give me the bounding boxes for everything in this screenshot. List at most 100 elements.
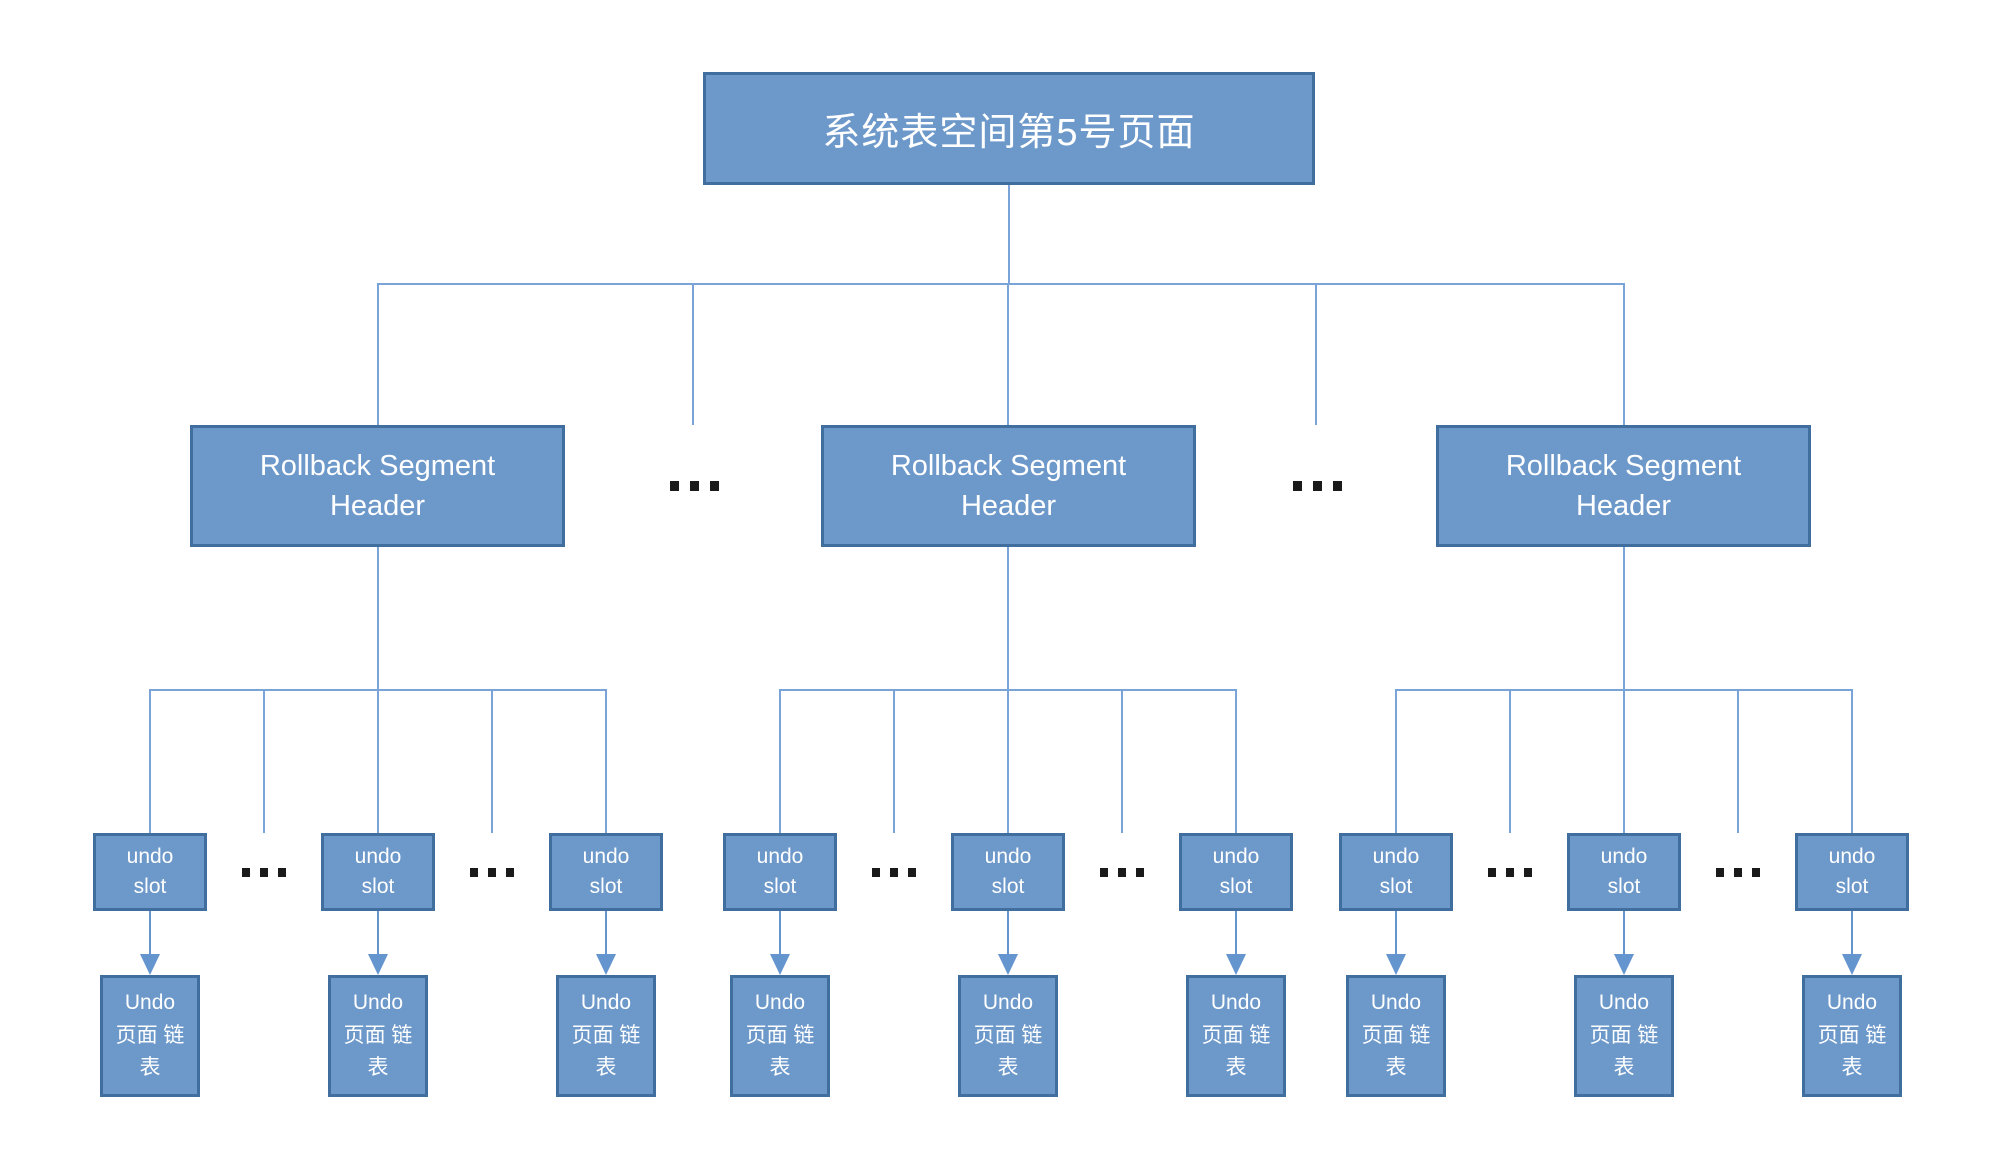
undo-slot-label: undo slot bbox=[1828, 844, 1876, 898]
undo-slot-label: undo slot bbox=[756, 844, 804, 898]
dot-icon bbox=[890, 868, 898, 877]
rollback-segment-header-label: Rollback Segment Header bbox=[1505, 449, 1742, 522]
connector bbox=[1235, 690, 1237, 833]
connector bbox=[1851, 690, 1853, 833]
connector bbox=[263, 690, 265, 833]
connector bbox=[377, 283, 1625, 285]
dot-icon bbox=[1136, 868, 1144, 877]
undo-slot-label: undo slot bbox=[984, 844, 1032, 898]
arrow-line bbox=[1007, 911, 1009, 957]
dot-icon bbox=[1734, 868, 1742, 877]
connector bbox=[149, 690, 151, 833]
rollback-segment-header-label: Rollback Segment Header bbox=[890, 449, 1127, 522]
undo-page-list-label: Undo 页面 链表 bbox=[973, 991, 1043, 1080]
arrow-line bbox=[605, 911, 607, 957]
arrow-line bbox=[149, 911, 151, 957]
undo-slot-box: undo slot bbox=[723, 833, 837, 911]
connector bbox=[1121, 690, 1123, 833]
connector bbox=[491, 690, 493, 833]
dot-icon bbox=[1118, 868, 1126, 877]
connector bbox=[893, 690, 895, 833]
connector bbox=[605, 690, 607, 833]
connector bbox=[1315, 284, 1317, 425]
dot-icon bbox=[710, 481, 719, 491]
dot-icon bbox=[506, 868, 514, 877]
undo-slot-label: undo slot bbox=[354, 844, 402, 898]
dot-icon bbox=[242, 868, 250, 877]
ellipsis-dots bbox=[670, 481, 719, 491]
dot-icon bbox=[1506, 868, 1514, 877]
undo-slot-box: undo slot bbox=[549, 833, 663, 911]
arrow-head-icon bbox=[1226, 954, 1246, 975]
arrow-line bbox=[1395, 911, 1397, 957]
undo-page-list-label: Undo 页面 链表 bbox=[343, 991, 413, 1080]
connector bbox=[377, 547, 379, 690]
undo-page-list-box: Undo 页面 链表 bbox=[730, 975, 830, 1097]
rollback-segment-header-label: Rollback Segment Header bbox=[259, 449, 496, 522]
dot-icon bbox=[1333, 481, 1342, 491]
undo-page-list-box: Undo 页面 链表 bbox=[1574, 975, 1674, 1097]
dot-icon bbox=[1313, 481, 1322, 491]
undo-slot-box: undo slot bbox=[93, 833, 207, 911]
connector bbox=[377, 690, 379, 833]
dot-icon bbox=[1293, 481, 1302, 491]
undo-page-list-label: Undo 页面 链表 bbox=[1201, 991, 1271, 1080]
arrow-head-icon bbox=[998, 954, 1018, 975]
connector bbox=[1007, 547, 1009, 690]
connector bbox=[1007, 690, 1009, 833]
root-box: 系统表空间第5号页面 bbox=[703, 72, 1315, 185]
undo-page-list-box: Undo 页面 链表 bbox=[958, 975, 1058, 1097]
arrow-head-icon bbox=[1386, 954, 1406, 975]
undo-page-list-label: Undo 页面 链表 bbox=[1361, 991, 1431, 1080]
arrow-head-icon bbox=[1614, 954, 1634, 975]
dot-icon bbox=[1752, 868, 1760, 877]
ellipsis-dots bbox=[1716, 868, 1760, 877]
arrow-head-icon bbox=[1842, 954, 1862, 975]
rollback-segment-header-box: Rollback Segment Header bbox=[190, 425, 565, 547]
arrow-line bbox=[1235, 911, 1237, 957]
undo-page-list-box: Undo 页面 链表 bbox=[1346, 975, 1446, 1097]
undo-page-list-label: Undo 页面 链表 bbox=[571, 991, 641, 1080]
ellipsis-dots bbox=[1100, 868, 1144, 877]
connector bbox=[1007, 284, 1009, 425]
undo-page-list-label: Undo 页面 链表 bbox=[745, 991, 815, 1080]
rollback-segment-header-box: Rollback Segment Header bbox=[1436, 425, 1811, 547]
dot-icon bbox=[260, 868, 268, 877]
connector bbox=[1623, 547, 1625, 690]
dot-icon bbox=[1100, 868, 1108, 877]
connector bbox=[1509, 690, 1511, 833]
dot-icon bbox=[908, 868, 916, 877]
undo-page-list-box: Undo 页面 链表 bbox=[1186, 975, 1286, 1097]
connector bbox=[377, 284, 379, 425]
undo-page-list-box: Undo 页面 链表 bbox=[1802, 975, 1902, 1097]
undo-slot-box: undo slot bbox=[1567, 833, 1681, 911]
connector bbox=[692, 284, 694, 425]
ellipsis-dots bbox=[1488, 868, 1532, 877]
arrow-head-icon bbox=[596, 954, 616, 975]
dot-icon bbox=[278, 868, 286, 877]
arrow-head-icon bbox=[140, 954, 160, 975]
dot-icon bbox=[1524, 868, 1532, 877]
connector bbox=[1395, 690, 1397, 833]
undo-slot-label: undo slot bbox=[582, 844, 630, 898]
connector bbox=[1737, 690, 1739, 833]
ellipsis-dots bbox=[1293, 481, 1342, 491]
dot-icon bbox=[1716, 868, 1724, 877]
dot-icon bbox=[872, 868, 880, 877]
undo-page-list-box: Undo 页面 链表 bbox=[328, 975, 428, 1097]
undo-page-list-label: Undo 页面 链表 bbox=[1817, 991, 1887, 1080]
dot-icon bbox=[670, 481, 679, 491]
undo-slot-label: undo slot bbox=[126, 844, 174, 898]
arrow-line bbox=[1851, 911, 1853, 957]
undo-slot-label: undo slot bbox=[1372, 844, 1420, 898]
undo-page-list-box: Undo 页面 链表 bbox=[556, 975, 656, 1097]
ellipsis-dots bbox=[470, 868, 514, 877]
dot-icon bbox=[488, 868, 496, 877]
undo-slot-label: undo slot bbox=[1212, 844, 1260, 898]
ellipsis-dots bbox=[242, 868, 286, 877]
undo-slot-label: undo slot bbox=[1600, 844, 1648, 898]
dot-icon bbox=[1488, 868, 1496, 877]
connector bbox=[1008, 185, 1010, 284]
undo-slot-box: undo slot bbox=[1179, 833, 1293, 911]
